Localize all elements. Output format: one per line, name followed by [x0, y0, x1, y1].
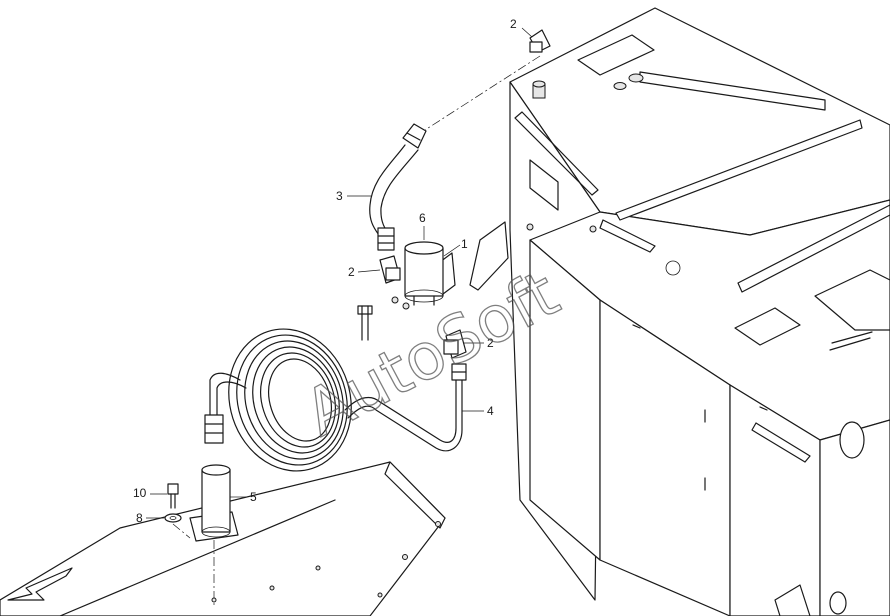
part-1-6-accumulator — [404, 241, 456, 306]
part-2-elbow-top — [424, 29, 551, 131]
callout-2-mid: 2 — [487, 336, 494, 350]
callout-6: 6 — [419, 211, 426, 225]
callout-5: 5 — [250, 490, 257, 504]
part-8-10-bolt-washer — [164, 483, 191, 539]
direction-arrow-icon — [7, 567, 73, 601]
callout-1: 1 — [461, 237, 468, 251]
part-2-elbow-left — [379, 255, 401, 284]
part-2-elbow-mid — [357, 296, 467, 359]
part-4-coiled-line — [204, 328, 467, 472]
leader-lines — [146, 27, 533, 519]
part-5-receiver — [189, 464, 239, 605]
callout-2-left: 2 — [348, 265, 355, 279]
callout-8: 8 — [136, 511, 143, 525]
callout-10: 10 — [133, 486, 147, 500]
callout-4: 4 — [487, 404, 494, 418]
machine-frame — [469, 7, 890, 616]
part-3-hose — [369, 123, 427, 251]
callout-3: 3 — [336, 189, 343, 203]
base-plate — [0, 461, 446, 616]
callout-2-top: 2 — [510, 17, 517, 31]
